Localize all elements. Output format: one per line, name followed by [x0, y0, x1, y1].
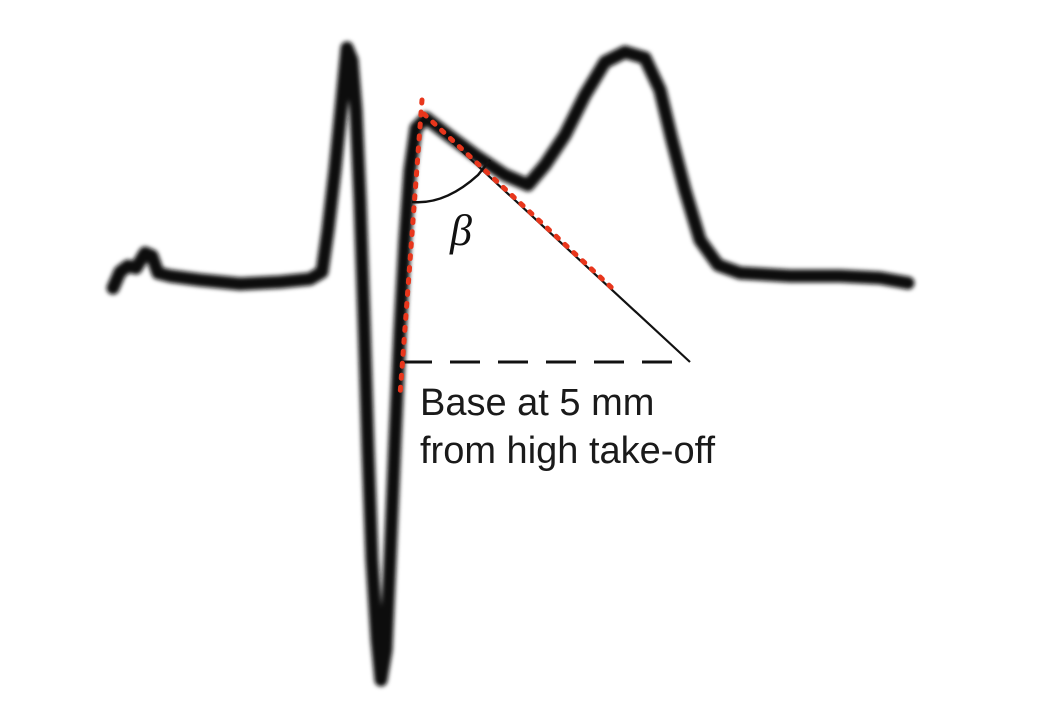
beta-angle-label: β	[450, 206, 472, 255]
caption-line-1: Base at 5 mm	[420, 382, 655, 424]
upslope-dotted-line	[397, 97, 425, 398]
caption-line-2: from high take-off	[420, 430, 716, 472]
beta-angle-arc	[411, 159, 491, 204]
ecg-trace	[106, 41, 915, 687]
downslope-dotted-line	[421, 111, 615, 291]
